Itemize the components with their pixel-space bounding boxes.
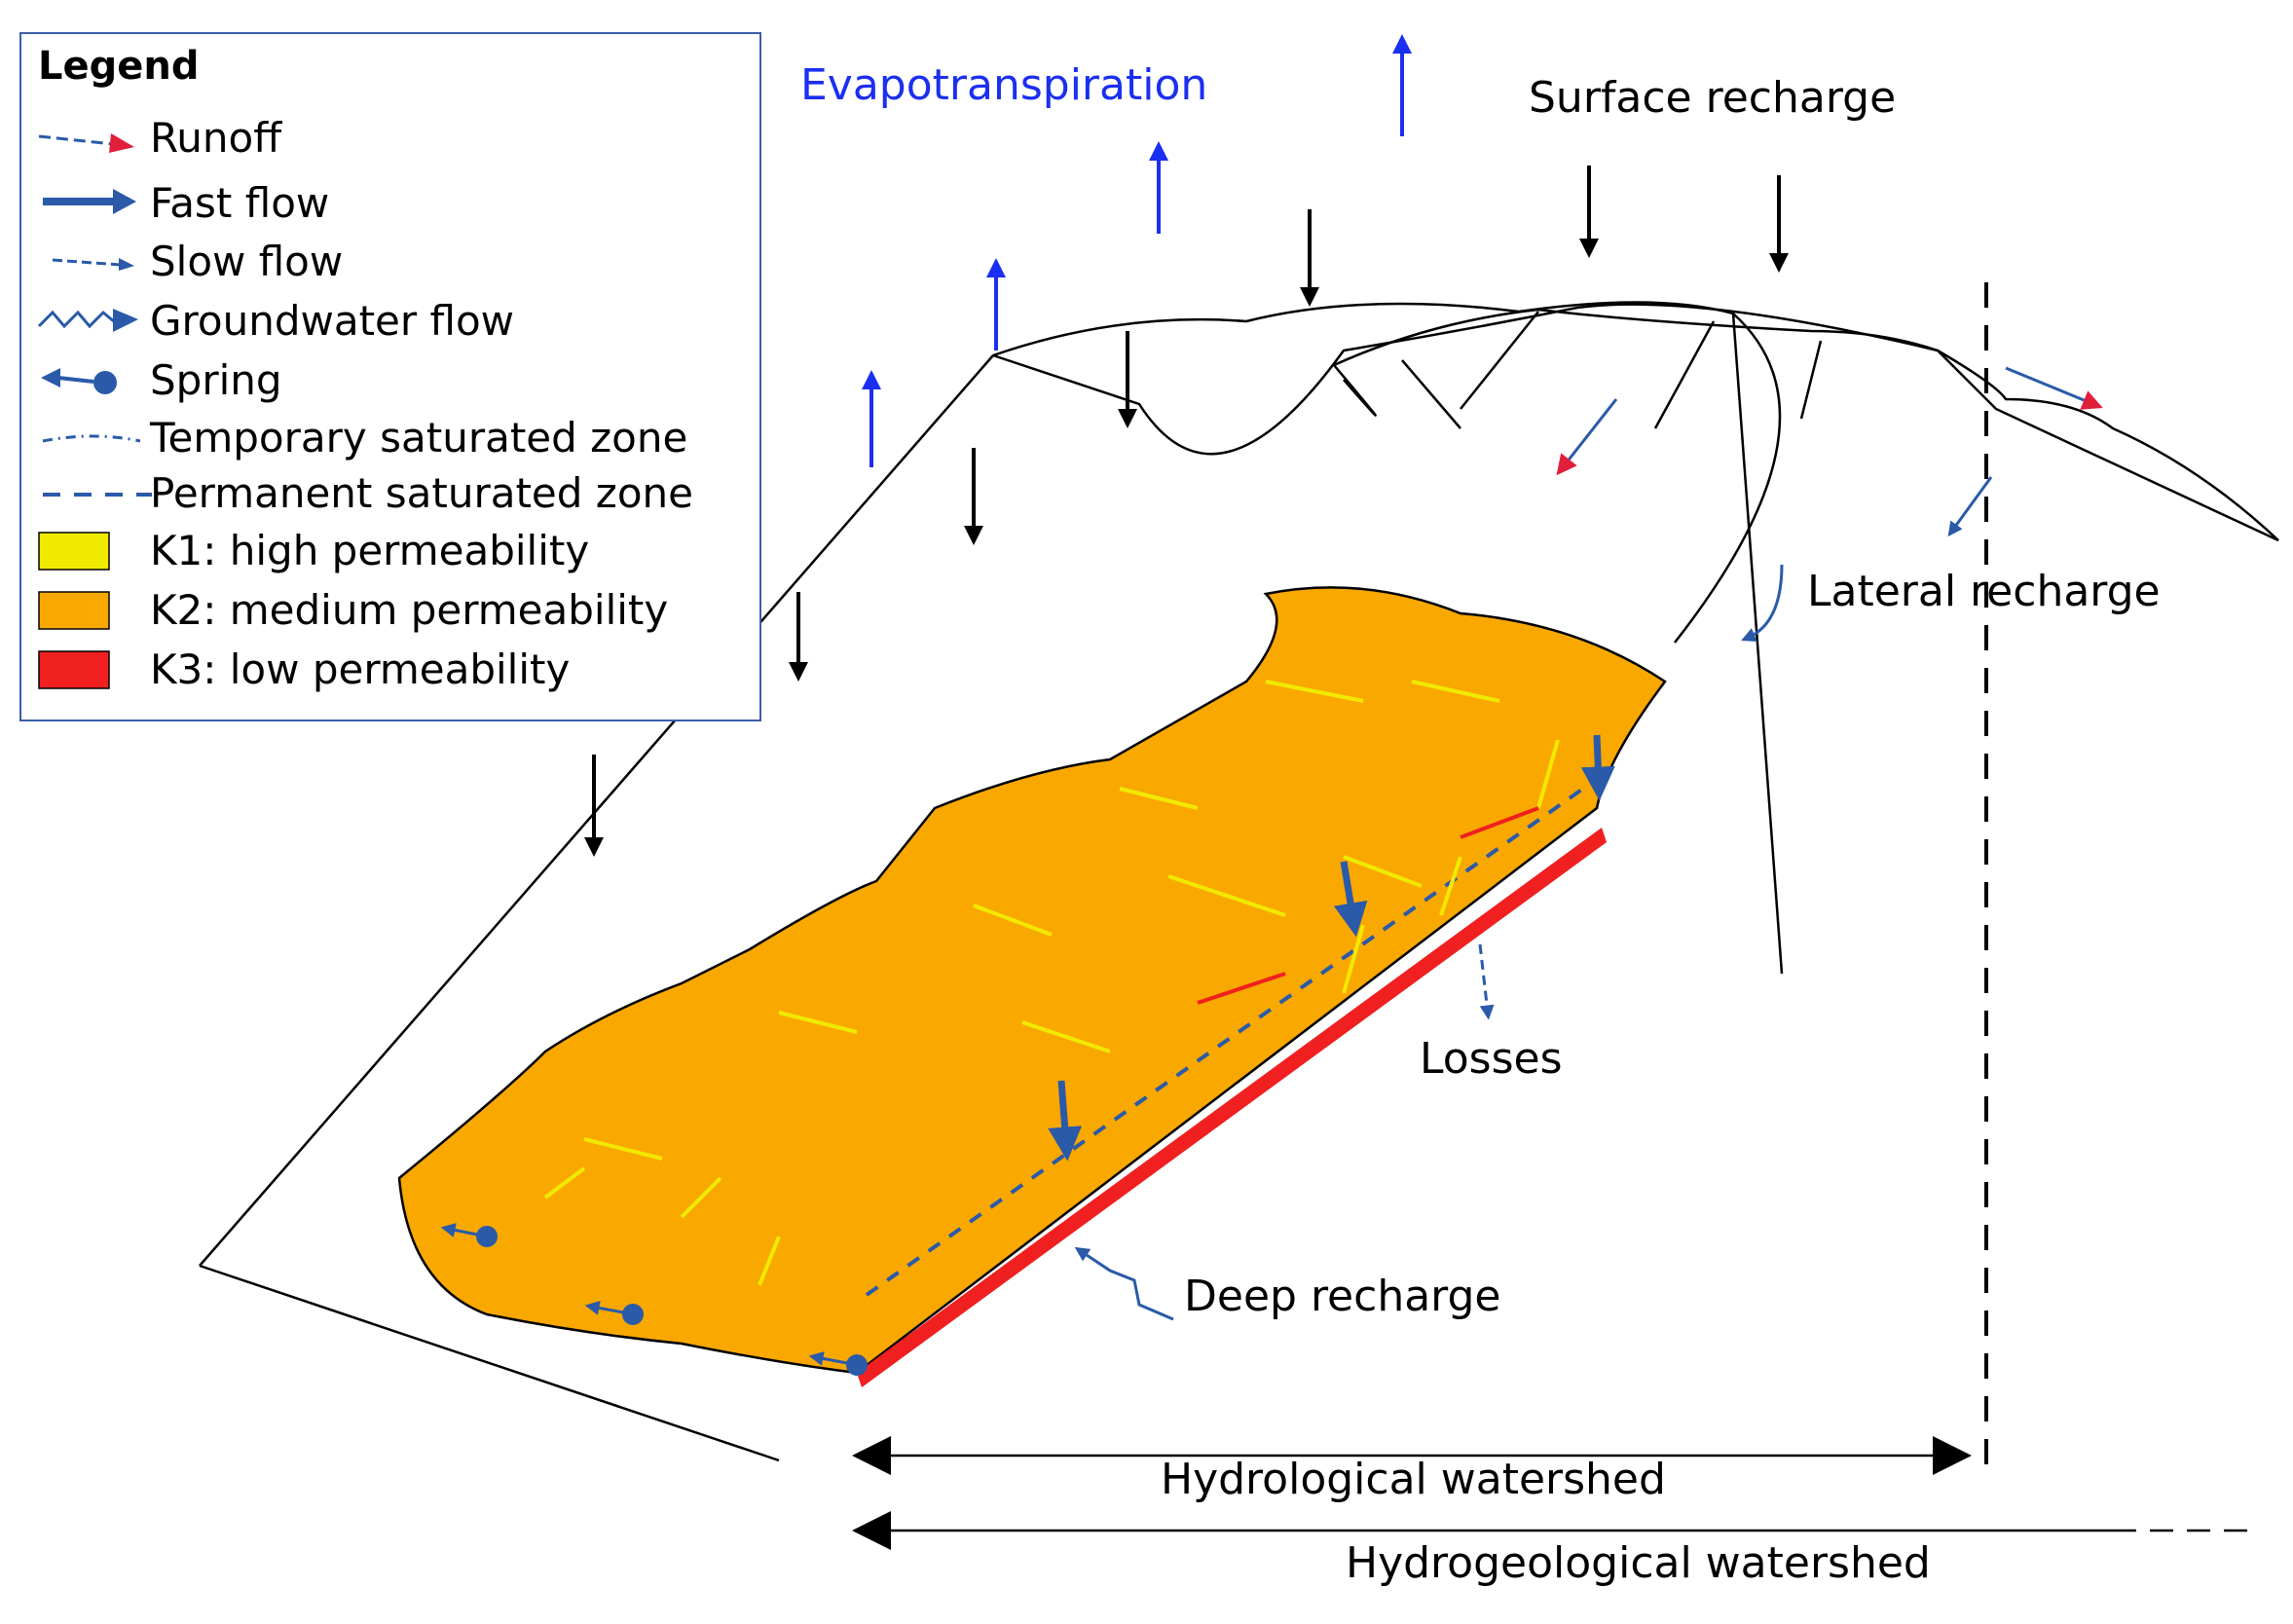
- runoff-arrow-icon: [38, 133, 134, 153]
- valley-outline: [199, 301, 2279, 1462]
- k1-swatch-icon: [38, 532, 110, 571]
- legend-item-k3: K3: low permeability: [21, 642, 761, 694]
- surface-recharge-label: Surface recharge: [1529, 73, 1897, 123]
- fast-flow-arrow-icon: [43, 189, 136, 214]
- dash-dot-line-icon: [42, 434, 141, 443]
- legend-label: Permanent saturated zone: [150, 469, 693, 517]
- legend-item-temporary-saturated-zone: Temporary saturated zone: [21, 410, 761, 462]
- evapotranspiration-arrows: [862, 34, 1412, 467]
- legend-item-k2: K2: medium permeability: [21, 582, 761, 635]
- hydrological-watershed-label: Hydrological watershed: [1161, 1455, 1666, 1504]
- aquifer-block: [397, 586, 1667, 1387]
- losses-label: Losses: [1420, 1034, 1563, 1084]
- legend: Legend Runoff Fast flow Slow flow Ground…: [19, 32, 761, 721]
- legend-label: Slow flow: [150, 238, 344, 285]
- fast-flow-arrows: [1048, 734, 1615, 1162]
- hill-top: [1333, 308, 2279, 541]
- legend-item-runoff: Runoff: [21, 110, 761, 163]
- dashed-line-icon: [43, 493, 152, 497]
- hydrological-watershed-arrow: [852, 1436, 1972, 1475]
- spring-arrows: [440, 1223, 848, 1366]
- legend-item-k1: K1: high permeability: [21, 523, 761, 575]
- legend-label: Temporary saturated zone: [150, 414, 688, 461]
- legend-item-fast-flow: Fast flow: [21, 175, 761, 228]
- legend-item-spring: Spring: [21, 352, 761, 405]
- legend-item-permanent-saturated-zone: Permanent saturated zone: [21, 465, 761, 518]
- legend-label: K3: low permeability: [150, 646, 571, 693]
- legend-label: K2: medium permeability: [150, 586, 669, 634]
- legend-label: K1: high permeability: [150, 527, 590, 574]
- k2-swatch-icon: [38, 591, 110, 630]
- legend-label: Groundwater flow: [150, 297, 515, 345]
- legend-title: Legend: [38, 44, 200, 89]
- slow-flow-arrow-icon: [52, 258, 134, 271]
- lateral-recharge-label: Lateral recharge: [1807, 567, 2161, 616]
- legend-item-groundwater-flow: Groundwater flow: [21, 293, 761, 346]
- runoff-arrows: [1556, 366, 2103, 476]
- deep-recharge-label: Deep recharge: [1184, 1272, 1501, 1321]
- hydrogeological-watershed-arrow: [852, 1511, 2259, 1550]
- groundwater-zigzag-arrow-icon: [37, 309, 138, 332]
- legend-label: Runoff: [150, 114, 282, 162]
- losses-arrow: [1478, 943, 1495, 1020]
- k3-swatch-icon: [38, 650, 110, 689]
- spring-icons: [476, 1226, 868, 1376]
- spring-icon: [41, 368, 117, 394]
- deep-recharge-arrow: [1074, 1246, 1174, 1321]
- lateral-recharge-arrows: [1741, 476, 1993, 642]
- legend-label: Spring: [150, 356, 282, 404]
- legend-item-slow-flow: Slow flow: [21, 234, 761, 286]
- evapotranspiration-label: Evapotranspiration: [800, 60, 1208, 110]
- legend-label: Fast flow: [150, 179, 330, 227]
- surface-recharge-arrows: [584, 166, 1789, 857]
- hydrogeological-watershed-label: Hydrogeological watershed: [1346, 1538, 1931, 1588]
